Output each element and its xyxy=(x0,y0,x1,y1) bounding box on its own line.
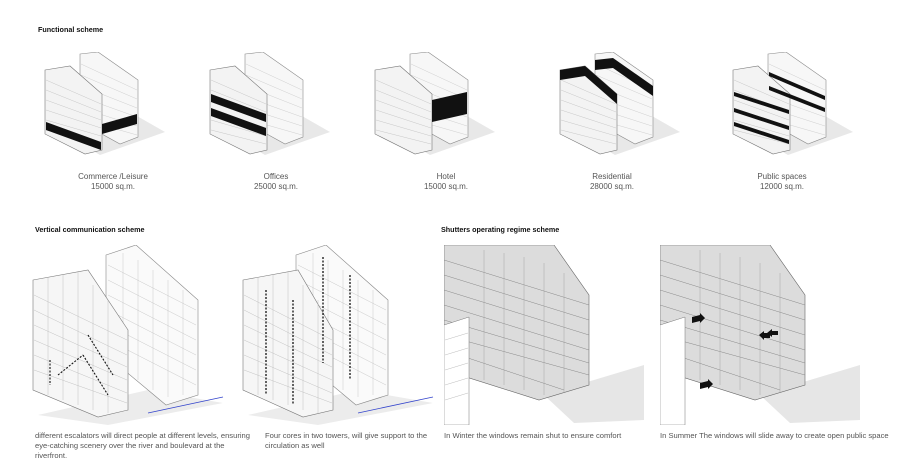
functional-diagram-offices xyxy=(209,52,330,155)
functional-diagram-residential xyxy=(559,52,680,155)
caption-offices: Offices 25000 sq.m. xyxy=(231,172,321,192)
vertical-communication-title: Vertical communication scheme xyxy=(35,225,145,234)
caption-offices-area: 25000 sq.m. xyxy=(253,182,299,191)
winter-shutters-diagram xyxy=(444,245,644,425)
caption-hotel-area: 15000 sq.m. xyxy=(423,182,469,191)
functional-diagram-public-spaces xyxy=(732,52,853,155)
caption-public-spaces-name: Public spaces xyxy=(757,172,807,181)
shutters-title: Shutters operating regime scheme xyxy=(441,225,560,234)
caption-hotel-name: Hotel xyxy=(436,172,456,181)
caption-offices-name: Offices xyxy=(263,172,289,181)
caption-residential: Residential 28000 sq.m. xyxy=(567,172,657,192)
cores-diagram xyxy=(242,245,434,425)
functional-diagram-commerce xyxy=(44,52,165,155)
functional-diagram-hotel xyxy=(374,52,495,155)
caption-public-spaces: Public spaces 12000 sq.m. xyxy=(737,172,827,192)
escalators-description: different escalators will direct people … xyxy=(35,431,250,460)
winter-description: In Winter the windows remain shut to ens… xyxy=(444,431,622,440)
caption-public-spaces-area: 12000 sq.m. xyxy=(759,182,805,191)
caption-commerce-area: 15000 sq.m. xyxy=(90,182,136,191)
caption-hotel: Hotel 15000 sq.m. xyxy=(401,172,491,192)
summer-shutters-diagram xyxy=(660,245,860,425)
caption-commerce: Commerce /Leisure 15000 sq.m. xyxy=(68,172,158,192)
escalators-diagram xyxy=(32,245,224,425)
summer-description: In Summer The windows will slide away to… xyxy=(660,431,889,440)
caption-residential-area: 28000 sq.m. xyxy=(589,182,635,191)
caption-commerce-name: Commerce /Leisure xyxy=(78,172,148,181)
cores-description: Four cores in two towers, will give supp… xyxy=(265,431,428,450)
functional-scheme-title: Functional scheme xyxy=(38,25,104,34)
caption-residential-name: Residential xyxy=(592,172,632,181)
